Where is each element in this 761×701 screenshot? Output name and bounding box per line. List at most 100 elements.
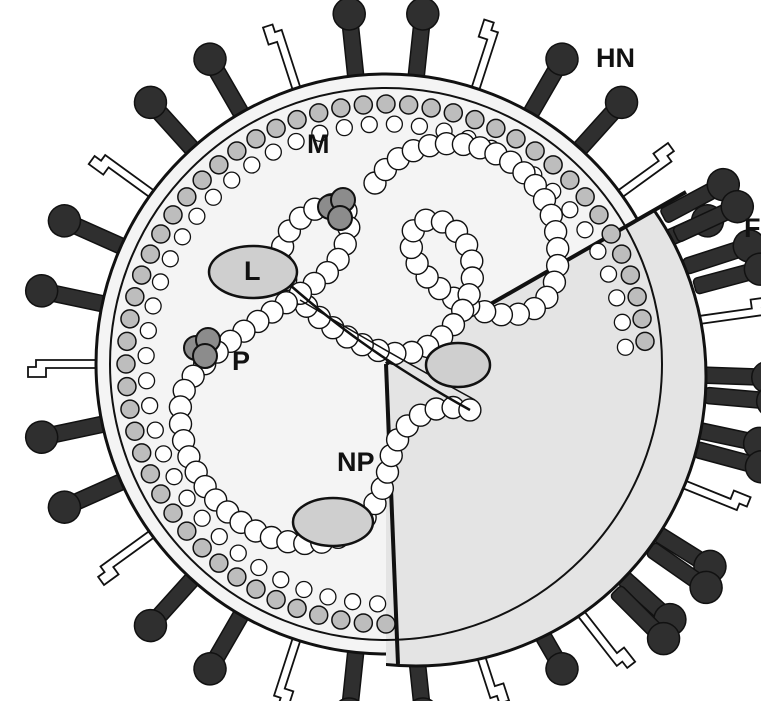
label-m: M bbox=[307, 129, 330, 159]
nucleocapsid-bead-icon bbox=[288, 133, 304, 149]
matrix-bead-icon bbox=[332, 611, 350, 629]
matrix-bead-icon bbox=[141, 245, 159, 263]
matrix-bead-icon bbox=[126, 422, 144, 440]
p-protein-icon bbox=[328, 206, 352, 230]
matrix-bead-icon bbox=[422, 99, 440, 117]
hn-spike-icon bbox=[400, 0, 441, 83]
f-spike-icon bbox=[263, 22, 301, 96]
nucleocapsid-bead-icon bbox=[139, 373, 155, 389]
matrix-bead-icon bbox=[121, 400, 139, 418]
nucleocapsid-bead-icon bbox=[562, 202, 578, 218]
matrix-bead-icon bbox=[377, 95, 395, 113]
nucleocapsid-bead-icon bbox=[609, 290, 625, 306]
nucleocapsid-bead-icon bbox=[273, 572, 289, 588]
matrix-bead-icon bbox=[400, 96, 418, 114]
nucleocapsid-bead-icon bbox=[244, 157, 260, 173]
matrix-bead-icon bbox=[133, 266, 151, 284]
nucleocapsid-bead-icon bbox=[152, 274, 168, 290]
matrix-bead-icon bbox=[121, 310, 139, 328]
nucleocapsid-bead-icon bbox=[411, 118, 427, 134]
matrix-bead-icon bbox=[561, 171, 579, 189]
nucleocapsid-bead-icon bbox=[138, 348, 154, 364]
matrix-bead-icon bbox=[117, 355, 135, 373]
nucleocapsid-bead-icon bbox=[336, 120, 352, 136]
hn-spike-icon bbox=[23, 407, 112, 456]
f-spike-icon bbox=[272, 635, 310, 701]
matrix-bead-icon bbox=[444, 104, 462, 122]
nucleocapsid-bead-icon bbox=[140, 323, 156, 339]
nucleocapsid-bead-icon bbox=[265, 144, 281, 160]
label-p: P bbox=[232, 346, 250, 376]
nucleocapsid-bead-icon bbox=[296, 582, 312, 598]
matrix-bead-icon bbox=[141, 465, 159, 483]
f-spike-icon bbox=[462, 20, 500, 94]
matrix-bead-icon bbox=[152, 225, 170, 243]
matrix-bead-icon bbox=[267, 119, 285, 137]
nucleocapsid-bead-icon bbox=[145, 298, 161, 314]
nucleocapsid-bead-icon bbox=[147, 422, 163, 438]
matrix-bead-icon bbox=[193, 171, 211, 189]
matrix-bead-icon bbox=[590, 206, 608, 224]
matrix-bead-icon bbox=[526, 142, 544, 160]
nucleocapsid-bead-icon bbox=[590, 243, 606, 259]
nucleocapsid-bead-icon bbox=[577, 222, 593, 238]
hn-spike-icon bbox=[332, 0, 373, 83]
nucleocapsid-bead-icon bbox=[617, 339, 633, 355]
matrix-bead-icon bbox=[164, 206, 182, 224]
matrix-bead-icon bbox=[126, 288, 144, 306]
matrix-bead-icon bbox=[636, 332, 654, 350]
nucleocapsid-bead-icon bbox=[345, 594, 361, 610]
matrix-bead-icon bbox=[164, 504, 182, 522]
nucleocapsid-bead-icon bbox=[224, 172, 240, 188]
nucleocapsid-bead-icon bbox=[370, 596, 386, 612]
matrix-bead-icon bbox=[210, 554, 228, 572]
nucleocapsid-bead-icon bbox=[251, 560, 267, 576]
matrix-bead-icon bbox=[621, 266, 639, 284]
matrix-bead-icon bbox=[228, 142, 246, 160]
matrix-bead-icon bbox=[354, 614, 372, 632]
nucleocapsid-bead-icon bbox=[174, 229, 190, 245]
nucleocapsid-bead-icon bbox=[179, 490, 195, 506]
nucleocapsid-bead-icon bbox=[601, 266, 617, 282]
nucleocapsid-bead-icon bbox=[614, 314, 630, 330]
nucleocapsid-bead-icon bbox=[162, 251, 178, 267]
nucleocapsid-bead-icon bbox=[386, 116, 402, 132]
f-spike-icon bbox=[577, 605, 635, 672]
matrix-bead-icon bbox=[628, 288, 646, 306]
nucleocapsid-bead-icon bbox=[361, 117, 377, 133]
matrix-bead-icon bbox=[310, 606, 328, 624]
label-f: F bbox=[744, 213, 761, 243]
matrix-bead-icon bbox=[193, 539, 211, 557]
matrix-bead-icon bbox=[288, 111, 306, 129]
nucleocapsid-bead-icon bbox=[230, 545, 246, 561]
matrix-bead-icon bbox=[544, 156, 562, 174]
matrix-bead-icon bbox=[613, 245, 631, 263]
matrix-bead-icon bbox=[228, 568, 246, 586]
nucleocapsid-bead-icon bbox=[166, 469, 182, 485]
nucleocapsid-bead-icon bbox=[205, 189, 221, 205]
l-protein-icon bbox=[426, 343, 490, 387]
l-protein-icon bbox=[293, 498, 373, 546]
nucleocapsid-bead-icon bbox=[142, 398, 158, 414]
matrix-bead-icon bbox=[178, 188, 196, 206]
nucleocapsid-bead-icon bbox=[189, 208, 205, 224]
matrix-bead-icon bbox=[247, 580, 265, 598]
nucleocapsid-bead-icon bbox=[320, 589, 336, 605]
matrix-bead-icon bbox=[377, 615, 395, 633]
matrix-bead-icon bbox=[178, 522, 196, 540]
matrix-bead-icon bbox=[247, 130, 265, 148]
hn-spike-icon bbox=[23, 272, 112, 321]
matrix-bead-icon bbox=[267, 591, 285, 609]
matrix-bead-icon bbox=[576, 188, 594, 206]
label-l: L bbox=[244, 256, 261, 286]
matrix-bead-icon bbox=[633, 310, 651, 328]
matrix-bead-icon bbox=[507, 130, 525, 148]
matrix-bead-icon bbox=[487, 119, 505, 137]
nucleocapsid-bead-icon bbox=[155, 446, 171, 462]
matrix-bead-icon bbox=[118, 332, 136, 350]
f-spike-icon bbox=[697, 297, 761, 324]
matrix-bead-icon bbox=[354, 96, 372, 114]
matrix-bead-icon bbox=[118, 378, 136, 396]
